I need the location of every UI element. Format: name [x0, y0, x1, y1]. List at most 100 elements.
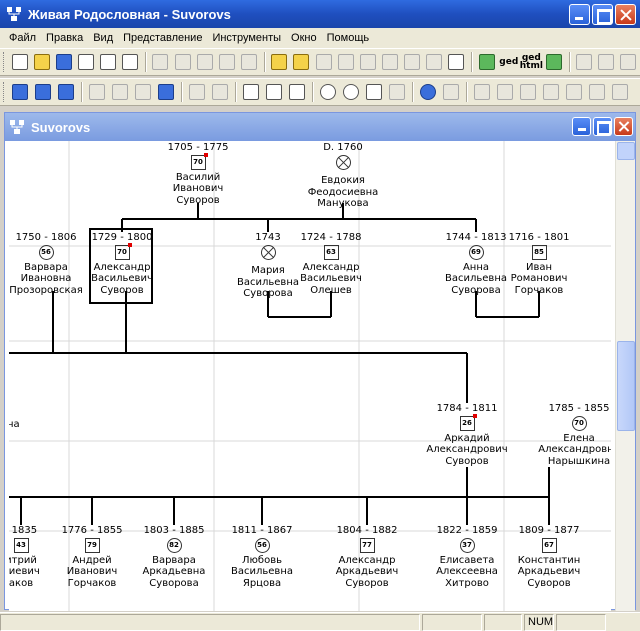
menu-file[interactable]: Файл	[9, 32, 37, 44]
more-tools-button[interactable]	[618, 51, 639, 73]
document-minimize-button[interactable]	[572, 117, 591, 136]
print-preview-icon	[100, 54, 117, 70]
app-title-bar[interactable]: Живая Родословная - Suvorovs	[0, 0, 640, 28]
nav-tool-2-button[interactable]	[109, 81, 131, 103]
person-view-1-button[interactable]	[9, 81, 31, 103]
open-folder-button[interactable]	[31, 51, 52, 73]
male-person-icon: 63	[323, 244, 339, 260]
layout-5-button[interactable]	[563, 81, 585, 103]
main-toolbar: ged ged html	[0, 48, 640, 76]
save-button[interactable]	[53, 51, 74, 73]
document-title-bar[interactable]: Suvorovs	[5, 113, 635, 141]
layout-3-button[interactable]	[517, 81, 539, 103]
menu-presentation[interactable]: Представление	[123, 32, 203, 44]
wizard-button[interactable]	[476, 51, 497, 73]
copy-button[interactable]	[172, 51, 193, 73]
layout-7-button[interactable]	[609, 81, 631, 103]
person-view-3-button[interactable]	[55, 81, 77, 103]
add-relation-button[interactable]	[291, 51, 312, 73]
toolbar-grip[interactable]	[3, 52, 6, 72]
font-small-button[interactable]	[596, 51, 617, 73]
close-button[interactable]	[615, 4, 636, 25]
tree-tool-2-button[interactable]	[357, 51, 378, 73]
vertical-scrollbar[interactable]	[615, 141, 635, 611]
zoom-fit-button[interactable]	[363, 81, 385, 103]
scroll-thumb[interactable]	[617, 341, 635, 431]
print-button[interactable]	[120, 51, 141, 73]
ged-export-button[interactable]: ged	[498, 51, 519, 73]
nav-tool-3-button[interactable]	[132, 81, 154, 103]
menu-view[interactable]: Вид	[93, 32, 114, 44]
minimize-button[interactable]	[569, 4, 590, 25]
tree-tool-1-button[interactable]	[335, 51, 356, 73]
document-maximize-button[interactable]	[593, 117, 612, 136]
maximize-button[interactable]	[592, 4, 613, 25]
status-panel	[484, 614, 522, 631]
print-preview-button[interactable]	[98, 51, 119, 73]
new-file-button[interactable]	[9, 51, 30, 73]
person-card-dmitriy[interactable]: - 183543итрийпиевичаков	[9, 525, 66, 589]
cut-button[interactable]	[150, 51, 171, 73]
person-view-2-button[interactable]	[32, 81, 54, 103]
find-button[interactable]	[263, 81, 285, 103]
page-button[interactable]	[75, 51, 96, 73]
add-person-button[interactable]	[269, 51, 290, 73]
tree-tool-3-button[interactable]	[379, 51, 400, 73]
person-card-elena[interactable]: 1785 - 185570ЕленаАлександровнаНарышкина	[534, 403, 611, 467]
toolbar-grip[interactable]	[3, 82, 6, 102]
tree-tool-icon	[426, 54, 443, 70]
menu-window[interactable]: Окно	[291, 32, 317, 44]
menu-edit[interactable]: Правка	[46, 32, 84, 44]
toolbar-separator	[81, 82, 83, 102]
female-person-icon: 82	[166, 537, 182, 553]
magic-wand-button[interactable]	[446, 51, 467, 73]
zoom-in-button[interactable]	[317, 81, 339, 103]
layout-6-button[interactable]	[586, 81, 608, 103]
edit-person-button[interactable]	[313, 51, 334, 73]
tree-tool-5-button[interactable]	[424, 51, 445, 73]
add-relation-icon	[293, 54, 310, 70]
find-next-button[interactable]	[286, 81, 308, 103]
menu-help[interactable]: Помощь	[326, 32, 370, 44]
layout-2-button[interactable]	[494, 81, 516, 103]
ged-html-export-button[interactable]: ged html	[520, 51, 543, 73]
scroll-up-arrow[interactable]	[617, 142, 635, 160]
tree-tool-4-button[interactable]	[402, 51, 423, 73]
forward-button[interactable]	[209, 81, 231, 103]
redo-button[interactable]	[238, 51, 259, 73]
document-close-button[interactable]	[614, 117, 633, 136]
menu-tools[interactable]: Инструменты	[212, 32, 282, 44]
back-button[interactable]	[186, 81, 208, 103]
details-button[interactable]	[240, 81, 262, 103]
paste-button[interactable]	[194, 51, 215, 73]
tree-layout-icon	[543, 84, 559, 100]
male-person-icon: 77	[359, 537, 375, 553]
nav-tool-4-button[interactable]	[155, 81, 177, 103]
refresh-button[interactable]	[417, 81, 439, 103]
zoom-out-button[interactable]	[340, 81, 362, 103]
font-button[interactable]	[574, 51, 595, 73]
undo-button[interactable]	[216, 51, 237, 73]
zoom-page-button[interactable]	[386, 81, 408, 103]
nav-tool-1-button[interactable]	[86, 81, 108, 103]
layout-4-button[interactable]	[540, 81, 562, 103]
center-button[interactable]	[440, 81, 462, 103]
layout-1-button[interactable]	[471, 81, 493, 103]
chart-button[interactable]	[543, 51, 564, 73]
